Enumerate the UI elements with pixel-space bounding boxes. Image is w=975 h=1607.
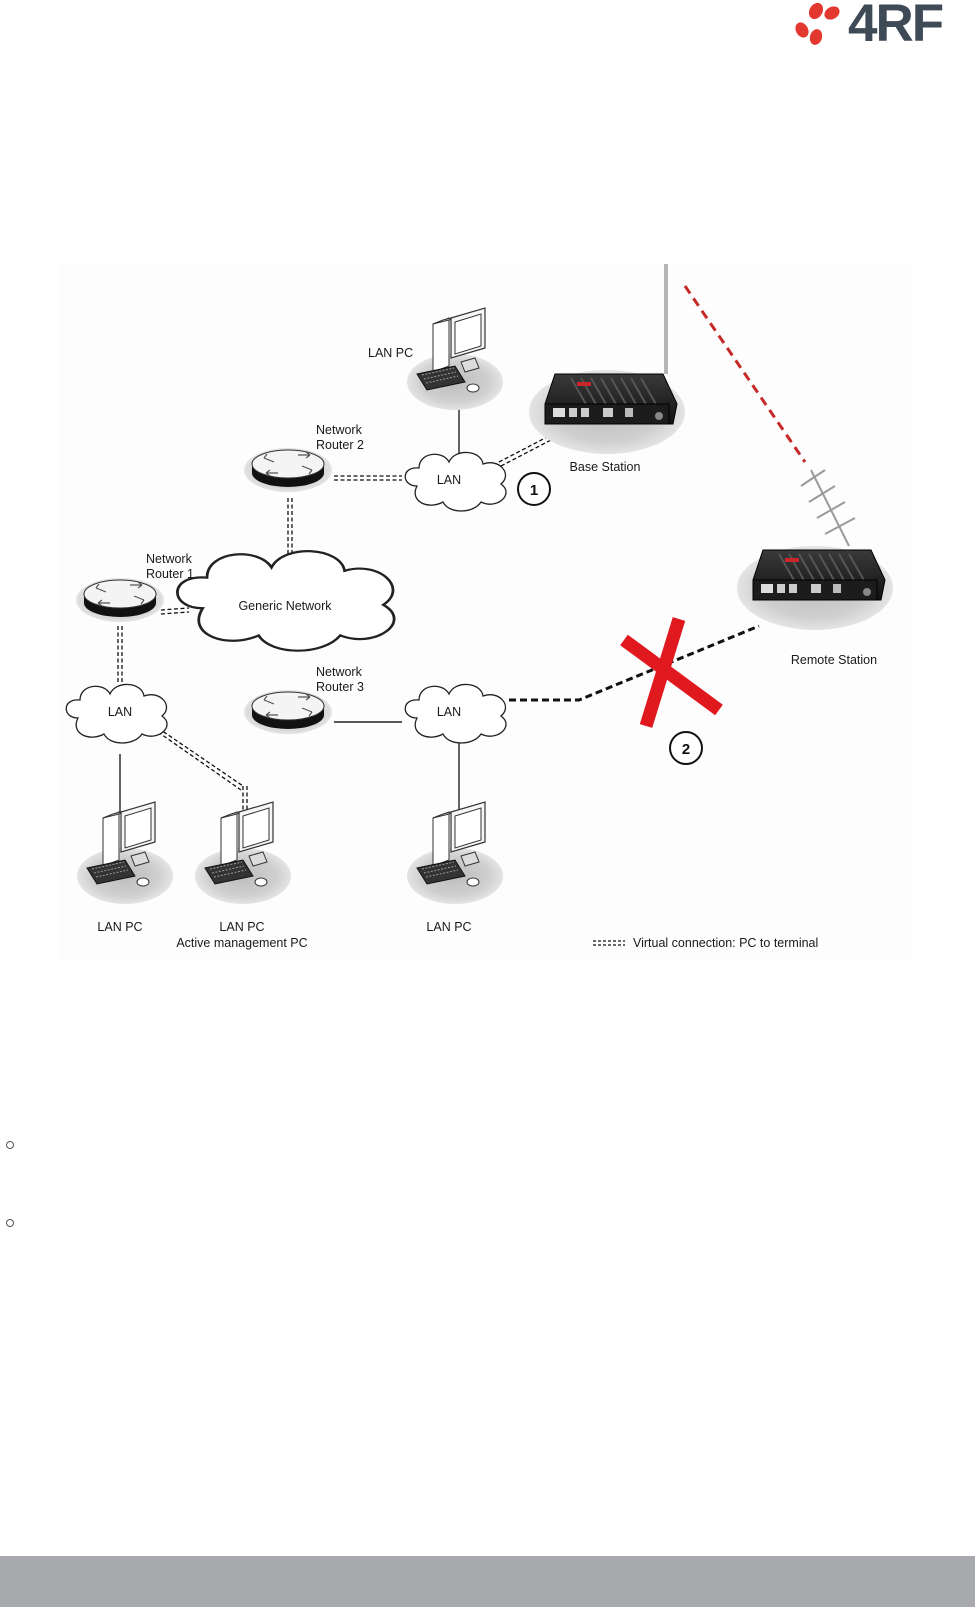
list-bullet-1 xyxy=(6,1141,14,1149)
lan-pc-bottom-right-label: LAN PC xyxy=(426,920,471,934)
list-bullet-2 xyxy=(6,1219,14,1227)
lan-top-label: LAN xyxy=(437,473,461,487)
logo-text: 4RF xyxy=(848,0,942,54)
lan-pc-bottom-mid-label: LAN PC xyxy=(219,920,264,934)
network-diagram: 1 2 LAN PC Network Router 2 Network Rout… xyxy=(59,264,913,960)
network-router-1-icon xyxy=(76,578,164,622)
callout-2-badge: 2 xyxy=(670,732,702,764)
page-footer-bar xyxy=(0,1556,975,1607)
active-management-pc-label: Active management PC xyxy=(176,936,307,950)
lan-pc-top-label: LAN PC xyxy=(368,346,413,360)
router-1-label-line2: Router 1 xyxy=(146,567,194,581)
network-router-2-icon xyxy=(244,448,332,492)
base-station-radio-icon xyxy=(529,370,685,454)
router-3-label-line2: Router 3 xyxy=(316,680,364,694)
router-1-label-line1: Network xyxy=(146,552,193,566)
router-3-label-line1: Network xyxy=(316,665,363,679)
router-2-label-line1: Network xyxy=(316,423,363,437)
callout-2-label: 2 xyxy=(682,741,690,758)
generic-network-label: Generic Network xyxy=(238,599,332,613)
logo-petals-icon xyxy=(792,0,848,48)
lan-pc-bottom-left-label: LAN PC xyxy=(97,920,142,934)
router-2-label-line2: Router 2 xyxy=(316,438,364,452)
lan-bottom-label: LAN xyxy=(437,705,461,719)
remote-station-label: Remote Station xyxy=(791,653,877,667)
callout-1-label: 1 xyxy=(530,482,538,499)
callout-1-badge: 1 xyxy=(518,473,550,505)
lan-left-label: LAN xyxy=(108,705,132,719)
company-logo: 4RF xyxy=(792,0,967,48)
network-router-3-icon xyxy=(244,690,332,734)
legend-label: Virtual connection: PC to terminal xyxy=(633,936,818,950)
remote-station-radio-icon xyxy=(737,546,893,630)
base-station-label: Base Station xyxy=(570,460,641,474)
